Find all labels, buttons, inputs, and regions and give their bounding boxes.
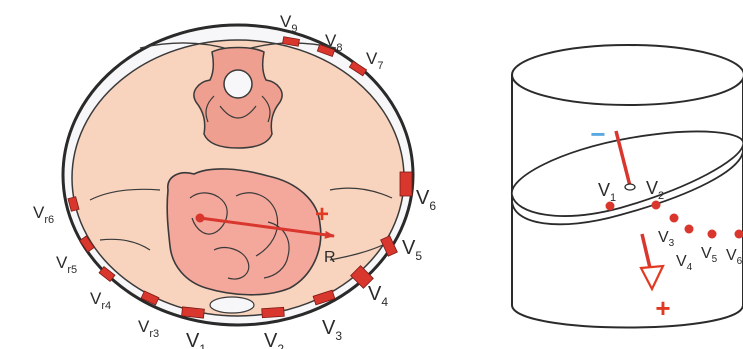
cylinder-top <box>512 45 743 105</box>
lead-dot-v4 <box>685 225 694 234</box>
lead-label-v5: V5 <box>701 245 718 265</box>
dipole-line-lower <box>642 234 650 268</box>
electrode-label-v7: V7 <box>366 49 383 72</box>
electrode-label-v1: V1 <box>186 330 206 349</box>
spinal-canal <box>224 70 252 98</box>
sternum <box>210 297 254 313</box>
electrode-label-v6: V6 <box>416 187 436 213</box>
electrode-v2 <box>262 307 285 318</box>
dipole-arrowhead <box>641 266 663 289</box>
electrode-label-vr3: Vr3 <box>138 317 159 340</box>
electrode-label-v2: V2 <box>264 330 284 349</box>
plus-sign-left: + <box>315 201 329 228</box>
vector-label-r: R <box>324 249 336 266</box>
lead-label-v4: V4 <box>676 253 693 273</box>
lead-label-v6: V6 <box>726 247 743 267</box>
electrode-label-vr6: Vr6 <box>33 203 54 226</box>
lead-dot-v5 <box>708 230 717 239</box>
electrode-label-v4: V4 <box>368 283 388 309</box>
electrode-label-v5: V5 <box>402 237 422 263</box>
lead-dot-v3 <box>670 214 679 223</box>
electrode-label-vr4: Vr4 <box>90 289 111 312</box>
electrode-v1 <box>182 307 205 318</box>
electrode-v6 <box>400 172 412 196</box>
minus-sign-right: − <box>590 119 605 149</box>
electrode-label-v3: V3 <box>322 317 342 343</box>
plus-sign-right: + <box>655 293 670 323</box>
dipole-center <box>625 184 635 190</box>
lead-label-v3: V3 <box>658 229 675 249</box>
lead-dot-v6 <box>735 230 743 239</box>
electrode-label-vr5: Vr5 <box>56 253 77 276</box>
